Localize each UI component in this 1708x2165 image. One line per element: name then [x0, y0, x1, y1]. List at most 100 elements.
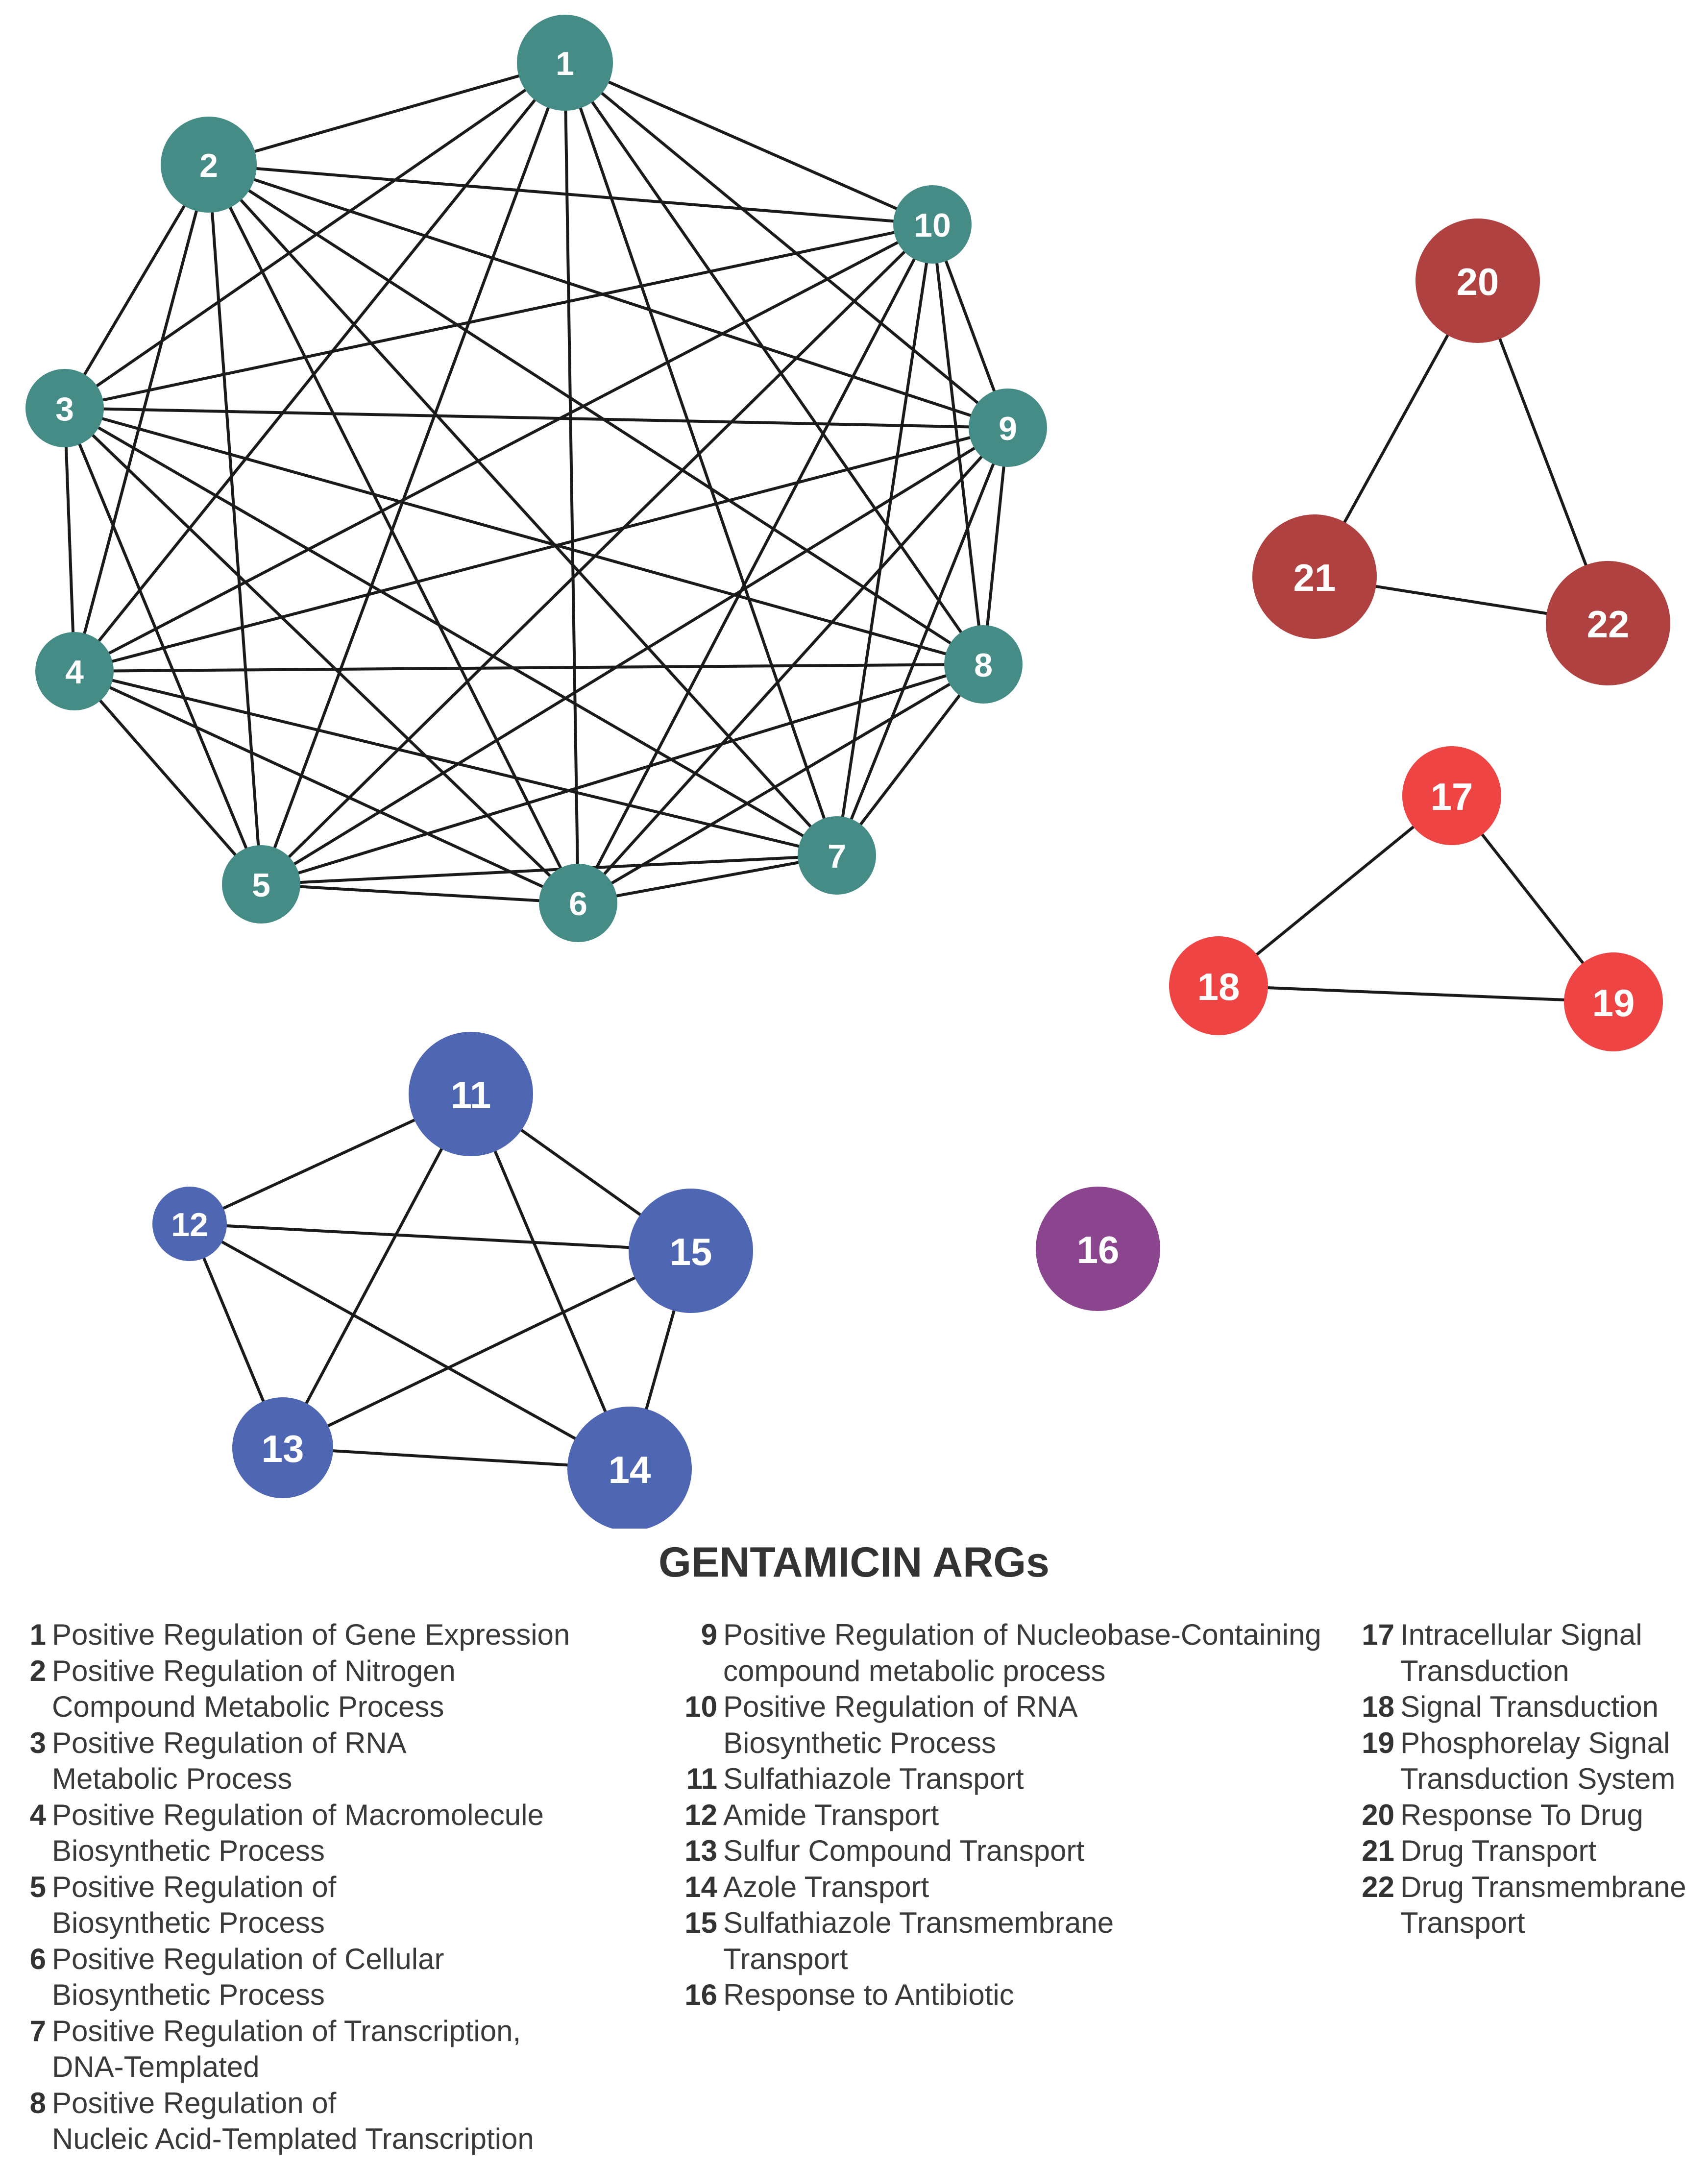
edge-3-8 [64, 407, 984, 666]
node-circle-14 [567, 1407, 692, 1529]
edge-6-8 [577, 663, 984, 904]
edge-2-8 [208, 163, 984, 666]
edge-4-10 [73, 223, 933, 673]
legend-text: Amide Transport [723, 1798, 939, 1831]
node-12: 12 [152, 1187, 227, 1261]
node-circle-18 [1169, 936, 1268, 1035]
node-5: 5 [222, 845, 300, 924]
legend-text: Positive Regulation of Nucleobase-Contai… [723, 1618, 1321, 1687]
node-label-6: 6 [569, 885, 587, 923]
edge-1-3 [64, 61, 566, 410]
node-circle-9 [969, 389, 1047, 467]
edge-12-14 [189, 1222, 631, 1470]
node-label-16: 16 [1077, 1228, 1120, 1271]
node-label-21: 21 [1293, 556, 1336, 599]
legend-text: Signal Transduction [1400, 1690, 1659, 1723]
node-circle-2 [161, 117, 257, 213]
edge-4-6 [73, 670, 579, 904]
node-1: 1 [517, 15, 613, 111]
legend-number: 17 [1362, 1618, 1394, 1651]
node-11: 11 [409, 1032, 533, 1156]
edge-4-9 [74, 426, 1008, 673]
legend-text: Positive Regulation of Gene Expression [52, 1618, 570, 1651]
legend-text: Sulfur Compound Transport [723, 1834, 1085, 1867]
edge-7-9 [835, 427, 1009, 856]
edge-7-8 [835, 663, 985, 856]
edge-1-2 [208, 61, 565, 166]
legend-text: Positive Regulation of Transcription, DN… [52, 2014, 521, 2084]
node-circle-10 [893, 185, 972, 264]
node-label-13: 13 [262, 1427, 304, 1470]
edge-2-5 [207, 164, 263, 885]
edge-8-10 [931, 224, 985, 665]
node-16: 16 [1036, 1187, 1160, 1311]
node-label-7: 7 [828, 838, 846, 875]
node-label-8: 8 [974, 647, 993, 684]
edge-5-7 [261, 854, 837, 886]
edge-7-10 [835, 224, 934, 856]
edge-11-13 [281, 1093, 472, 1449]
legend-number: 3 [29, 1726, 46, 1759]
legend-number: 16 [684, 1978, 717, 2011]
node-6: 6 [539, 864, 617, 942]
node-22: 22 [1546, 561, 1670, 685]
node-19: 19 [1564, 952, 1663, 1051]
node-label-4: 4 [65, 654, 84, 691]
legend-text: Response to Antibiotic [723, 1978, 1014, 2011]
edge-1-9 [564, 61, 1009, 429]
legend-number: 13 [684, 1834, 717, 1867]
node-13: 13 [232, 1397, 333, 1498]
node-circle-8 [944, 625, 1023, 704]
legend-text: Positive Regulation of Cellular Biosynth… [52, 1942, 444, 2012]
edge-4-5 [73, 670, 263, 885]
legend-text: Positive Regulation of Biosynthetic Proc… [52, 1870, 337, 1940]
node-label-14: 14 [609, 1448, 651, 1491]
legend-text: Drug Transport [1400, 1834, 1597, 1867]
node-circle-21 [1252, 514, 1377, 639]
legend-text: Positive Regulation of Macromolecule Bio… [52, 1798, 544, 1868]
node-circle-6 [539, 864, 617, 942]
edge-5-6 [261, 883, 579, 904]
node-label-20: 20 [1457, 260, 1499, 303]
legend-text: Drug Transmembrane Transport [1400, 1870, 1686, 1940]
edge-1-10 [564, 61, 933, 226]
node-3: 3 [25, 369, 104, 447]
legend-text: Azole Transport [723, 1870, 929, 1903]
figure-title: GENTAMICIN ARGs [659, 1539, 1049, 1586]
node-label-19: 19 [1592, 981, 1635, 1024]
node-9: 9 [969, 389, 1047, 467]
edge-6-10 [577, 223, 934, 904]
legend-text: Phosphorelay Signal Transduction System [1400, 1726, 1676, 1796]
node-17: 17 [1402, 746, 1501, 845]
node-label-5: 5 [252, 867, 270, 904]
legend-number: 7 [29, 2014, 46, 2047]
legend-number: 9 [701, 1618, 717, 1651]
node-circle-7 [798, 816, 876, 895]
legend-number: 1 [29, 1618, 46, 1651]
legend-number: 6 [29, 1942, 46, 1975]
edge-layer [63, 61, 1615, 1470]
edge-8-9 [982, 427, 1009, 665]
node-18: 18 [1169, 936, 1268, 1035]
node-circle-4 [35, 632, 114, 710]
edge-2-4 [73, 164, 210, 672]
node-label-18: 18 [1197, 965, 1240, 1008]
legend-number: 5 [29, 1870, 46, 1903]
node-4: 4 [35, 632, 114, 710]
node-circle-16 [1036, 1187, 1160, 1311]
node-circle-17 [1402, 746, 1501, 845]
edge-12-15 [189, 1222, 691, 1252]
legend-number: 8 [29, 2086, 46, 2119]
edge-6-9 [577, 426, 1009, 904]
edge-17-18 [1218, 794, 1453, 987]
